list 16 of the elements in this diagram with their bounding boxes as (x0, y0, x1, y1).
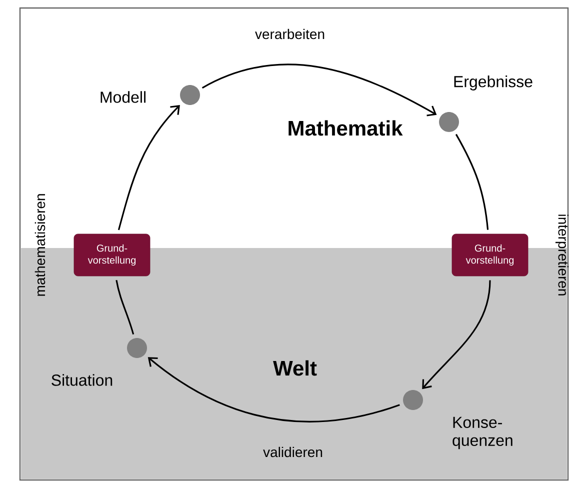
step-label: mathematisieren (34, 194, 46, 296)
arrow (148, 357, 400, 422)
concept-box: Grund- vorstellung (452, 234, 528, 276)
edge-label: interpretieren (555, 214, 569, 296)
edge-label: validieren (263, 446, 322, 458)
arrow (118, 105, 180, 230)
point-label: Situation (52, 374, 112, 386)
arrow (422, 280, 491, 390)
area-label: Welt (273, 360, 317, 376)
area-label: Mathematik (288, 120, 403, 136)
arrow (202, 64, 437, 116)
point-label: Ergebnisse (454, 76, 532, 90)
edge-label: verarbeiten (255, 28, 324, 40)
point-label: Konse- quenzen (452, 416, 512, 450)
point-label: Modell (100, 91, 146, 103)
concept-box: Grund- vorstellung (74, 234, 150, 276)
